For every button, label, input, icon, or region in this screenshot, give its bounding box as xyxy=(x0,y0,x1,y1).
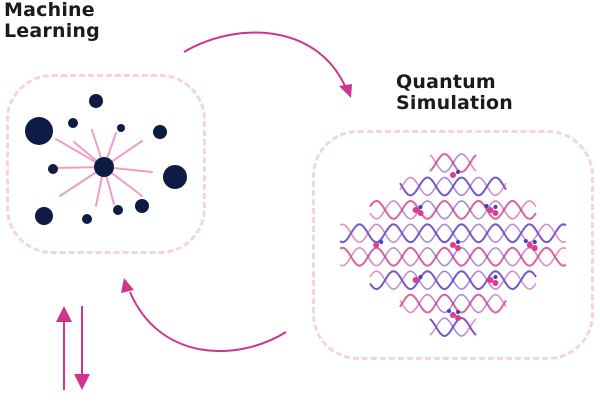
quantum-simulation-title-line-1: Quantum xyxy=(396,71,496,93)
particle-cluster xyxy=(450,170,460,178)
particle-dot xyxy=(493,275,498,279)
particle-dot xyxy=(456,310,460,314)
cycle-arrow-bottom-icon xyxy=(121,278,287,353)
exchange-arrows-icon xyxy=(56,306,90,390)
particle-dot xyxy=(523,239,528,243)
particle-cluster xyxy=(450,240,461,251)
machine-learning-panel xyxy=(6,74,206,254)
wave-line xyxy=(429,153,477,173)
particle-cluster xyxy=(487,275,499,286)
particle-dot xyxy=(492,280,499,286)
machine-learning-title-line-2: Learning xyxy=(4,20,100,42)
particle-dot xyxy=(487,277,494,283)
wave-line xyxy=(429,317,477,337)
particle-dot xyxy=(487,207,494,213)
quantum-simulation-panel xyxy=(312,130,594,360)
particle-dot xyxy=(418,205,423,209)
particle-dot xyxy=(456,240,460,244)
particle-cluster xyxy=(412,205,424,216)
wave-line xyxy=(369,270,537,290)
cycle-arrow-top-icon xyxy=(183,31,352,98)
wave-line xyxy=(339,246,567,267)
machine-learning-title-line-1: Machine xyxy=(4,0,95,21)
wave-line xyxy=(399,293,507,314)
particle-cluster xyxy=(373,240,384,248)
particle-dot xyxy=(418,275,423,279)
wave-line xyxy=(339,223,567,244)
wave-line xyxy=(399,176,507,197)
particle-cluster xyxy=(484,204,499,216)
particle-cluster xyxy=(523,239,538,251)
particle-dot xyxy=(450,242,456,248)
particle-dot xyxy=(493,205,498,209)
particle-dot xyxy=(484,204,489,208)
particle-dot xyxy=(412,207,419,213)
quantum-simulation-title-line-2: Simulation xyxy=(396,92,514,114)
particle-dot xyxy=(456,170,460,174)
particle-dot xyxy=(450,172,456,178)
particle-dot xyxy=(455,245,461,251)
particle-dot xyxy=(450,312,456,318)
particle-dot xyxy=(447,309,451,313)
particle-dot xyxy=(412,277,419,283)
quantum-simulation-title: Quantum Simulation xyxy=(396,72,513,114)
particle-dot xyxy=(417,210,424,216)
particle-dot xyxy=(379,240,384,244)
particle-cluster xyxy=(412,275,423,283)
particle-dot xyxy=(455,315,461,321)
machine-learning-title: Machine Learning xyxy=(4,0,100,42)
wave-line xyxy=(369,200,537,220)
particle-dot xyxy=(492,210,499,216)
particle-dot xyxy=(526,242,533,248)
particle-dot xyxy=(531,245,538,251)
particle-dot xyxy=(373,242,380,248)
particle-dot xyxy=(532,240,537,244)
particle-cluster xyxy=(447,309,461,321)
